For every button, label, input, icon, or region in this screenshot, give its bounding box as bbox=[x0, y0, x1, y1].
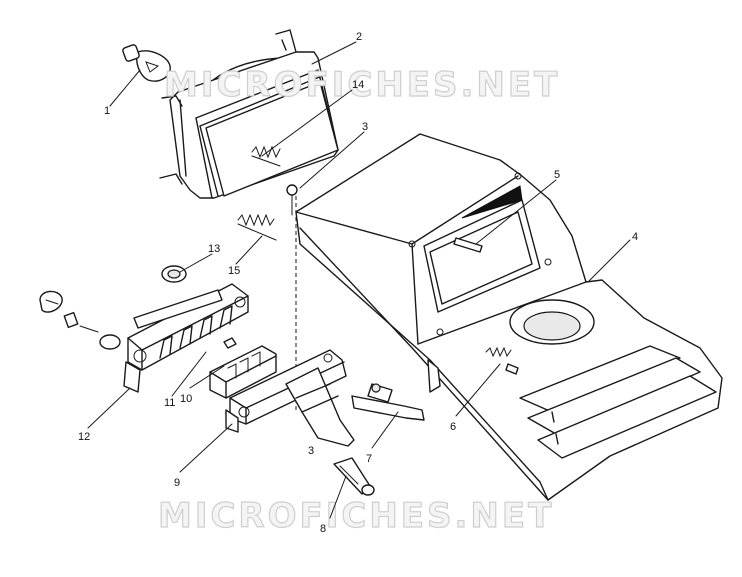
callout-14: 14 bbox=[352, 79, 364, 91]
callout-3-lower: 3 bbox=[308, 445, 314, 457]
callout-15: 15 bbox=[228, 265, 240, 277]
callout-10: 10 bbox=[180, 393, 192, 405]
headlight-bulb bbox=[122, 44, 171, 82]
ignition-key bbox=[39, 290, 121, 350]
callout-2: 2 bbox=[356, 31, 362, 43]
callout-5: 5 bbox=[554, 169, 560, 181]
callout-13: 13 bbox=[208, 243, 220, 255]
callout-9: 9 bbox=[174, 477, 180, 489]
watermark-bottom: MICROFICHES.NET bbox=[158, 496, 554, 536]
callout-8: 8 bbox=[320, 523, 326, 535]
headlight-housing bbox=[159, 29, 339, 199]
callout-3-upper: 3 bbox=[362, 121, 368, 133]
switch-bracket bbox=[123, 283, 249, 393]
screw-6 bbox=[485, 346, 519, 375]
callout-1: 1 bbox=[104, 105, 110, 117]
rubber-boot bbox=[161, 265, 187, 283]
callout-12: 12 bbox=[78, 431, 90, 443]
lower-bracket bbox=[225, 349, 355, 447]
callout-6: 6 bbox=[450, 421, 456, 433]
screw-5 bbox=[453, 237, 483, 253]
callout-labels: 1 2 3 3 4 5 6 7 8 9 10 11 12 13 14 15 bbox=[78, 31, 638, 535]
hood-cowl bbox=[295, 133, 723, 501]
toggle-switch bbox=[351, 383, 425, 421]
switch-block bbox=[209, 337, 277, 399]
watermark-top: MICROFICHES.NET bbox=[164, 65, 560, 105]
adjuster-spring-upper bbox=[251, 145, 281, 167]
callout-11: 11 bbox=[164, 397, 175, 409]
bulb-socket bbox=[333, 457, 375, 496]
callout-4: 4 bbox=[632, 231, 638, 243]
callout-7: 7 bbox=[366, 453, 372, 465]
leader-lines bbox=[87, 41, 631, 519]
adjuster-spring-lower bbox=[237, 213, 277, 241]
